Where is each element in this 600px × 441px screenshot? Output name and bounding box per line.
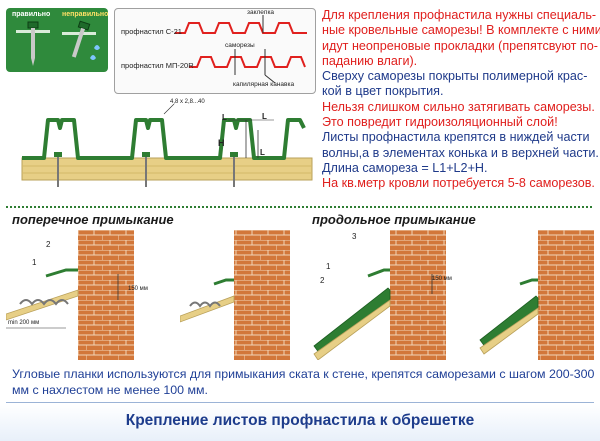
instruction-line: паданию влаги). xyxy=(322,53,418,68)
label-wrong: неправильно xyxy=(62,11,109,18)
profile-sheet-cross-section xyxy=(21,103,313,187)
detail-number-1: 1 xyxy=(32,258,37,267)
instruction-line: волны,а в элементах конька и в верхней ч… xyxy=(322,145,599,160)
detail-min200-left: min 200 мм xyxy=(8,320,40,326)
label-H: H xyxy=(218,138,225,148)
instruction-line: Сверху саморезы покрыты полимерной крас- xyxy=(322,69,588,84)
longitudinal-junction-detail-1 xyxy=(313,230,446,360)
label-zaklepka: заклепка xyxy=(247,9,275,16)
label-samorezy: саморезы xyxy=(225,42,255,49)
profile-types-box: профнастил С-21 заклепка саморезы профна… xyxy=(114,8,316,94)
screw-comparison-box: правильно неправильно xyxy=(6,8,108,72)
section-divider xyxy=(6,206,594,208)
screw-comparison-illustration xyxy=(16,20,100,66)
instruction-line: Длина самореза = L1+L2+H. xyxy=(322,160,488,175)
detail-number-1b: 1 xyxy=(326,262,331,271)
instruction-line: На кв.метр кровли потребуется 5-8 саморе… xyxy=(322,176,595,191)
instruction-line: кой в цвет покрытия. xyxy=(322,84,444,99)
instruction-line: Листы профнастила крепятся в ниждей част… xyxy=(322,130,590,145)
instructions-block: Для крепления профнастила нужны специаль… xyxy=(322,8,600,192)
longitudinal-junction-detail-2 xyxy=(479,230,594,360)
label-L1: L xyxy=(262,112,267,121)
detail-number-3: 3 xyxy=(352,232,357,241)
detail-number-2b: 2 xyxy=(320,276,325,285)
label-L: L xyxy=(222,113,227,122)
label-kanavka: капилярная канавка xyxy=(233,81,295,88)
instruction-line: Нельзя слишком сильно затягивать саморез… xyxy=(322,99,595,114)
label-mp20r: профнастил МП-20R xyxy=(121,61,194,70)
profile-types-illustration xyxy=(175,15,307,84)
section-title-longitudinal: продольное примыкание xyxy=(312,212,476,227)
instruction-line: Это повредит гидроизоляционный слой! xyxy=(322,115,558,130)
detail-150mm-right: 150 мм xyxy=(432,276,452,282)
label-L2: L xyxy=(260,148,265,157)
footer-band xyxy=(0,404,600,441)
label-correct: правильно xyxy=(12,11,51,18)
instruction-line: идут неопреновые прокладки (препятсвуют … xyxy=(322,38,598,53)
section-title-transverse: поперечное примыкание xyxy=(12,212,174,227)
detail-number-2: 2 xyxy=(46,240,51,249)
instruction-line: ные кровельные саморезы! В комплекте с н… xyxy=(322,23,600,38)
footer-divider xyxy=(6,402,594,403)
footer-title: Крепление листов профнастила к обрешетке xyxy=(125,412,475,429)
instruction-line: Для крепления профнастила нужны специаль… xyxy=(322,8,597,22)
transverse-junction-detail-2 xyxy=(180,230,290,360)
dim-label: 4,8 x 2,8...40 xyxy=(170,99,205,105)
corner-plank-note: Угловые планки используются для примыкан… xyxy=(12,367,595,397)
detail-150mm-left: 150 мм xyxy=(128,286,148,292)
transverse-junction-detail-1 xyxy=(6,230,134,360)
label-c21: профнастил С-21 xyxy=(121,27,182,36)
